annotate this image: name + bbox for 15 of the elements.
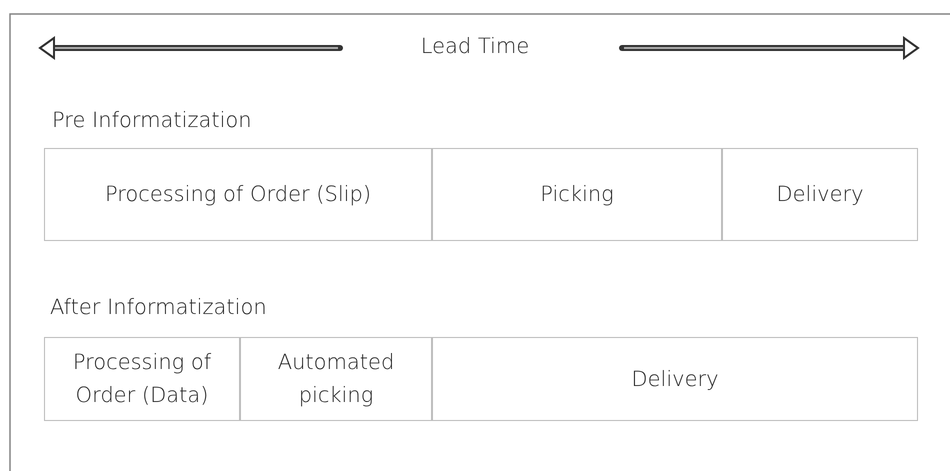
segment-label: Delivery <box>776 181 864 208</box>
timeline-segment <box>240 337 432 421</box>
section-heading: Pre Informatization <box>52 108 252 132</box>
timeline-segment <box>44 148 432 241</box>
timeline-segment <box>44 337 240 421</box>
timeline-segment <box>432 337 918 421</box>
segment-label: Picking <box>540 181 614 208</box>
timeline-segment <box>722 148 918 241</box>
section-heading: After Informatization <box>50 295 267 319</box>
segment-label: Delivery <box>631 366 719 393</box>
segment-label: Processing of Order (Data) <box>72 349 212 409</box>
dimension-label: Lead Time <box>420 34 530 58</box>
timeline-segment <box>432 148 722 241</box>
segment-label: Processing of Order (Slip) <box>104 181 372 208</box>
segment-label: Automated picking <box>276 349 396 409</box>
